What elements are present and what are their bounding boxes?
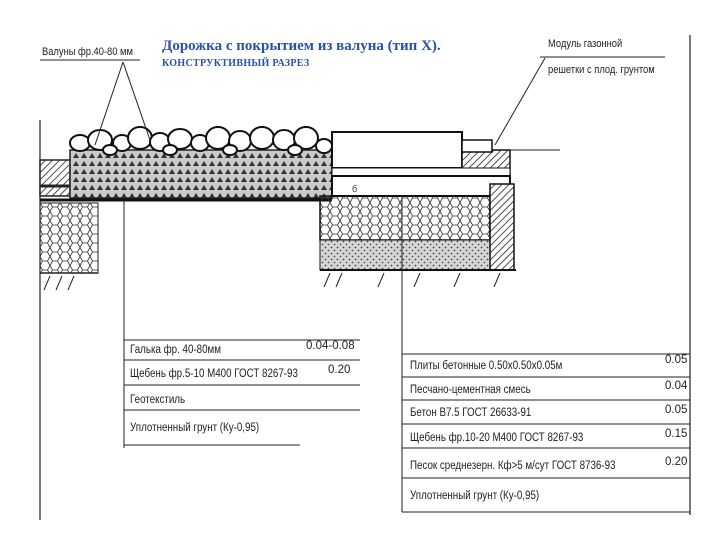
right-layer-label-0: Плиты бетонные 0.50х0.50х0.05м <box>410 360 563 372</box>
left-layer-label-2: Геотекстиль <box>130 394 186 406</box>
boulder-callout-leader <box>40 59 151 146</box>
svg-text:б: б <box>352 184 357 194</box>
right-layer-value-2: 0.05 <box>665 404 688 416</box>
right-layer-label-1: Песчано-цементная смесь <box>410 384 531 396</box>
boulder-stone <box>287 144 303 156</box>
left-layer-value-1: 0.20 <box>328 364 351 376</box>
boulder-stone <box>222 144 238 156</box>
soil-hatching <box>43 272 501 291</box>
boulder-stone <box>315 138 333 154</box>
boulder-path-section <box>39 149 333 274</box>
left-layer-value-0: 0.04-0.08 <box>306 340 355 352</box>
left-layer-label-3: Уплотненный грунт (Ку-0,95) <box>130 422 260 434</box>
boulder-stone <box>293 126 319 150</box>
slab-path-section: б <box>319 131 560 271</box>
boulder-stone <box>127 126 153 150</box>
grid-callout-leader <box>494 56 665 146</box>
right-layer-label-2: Бетон В7.5 ГОСТ 26633-91 <box>410 407 532 419</box>
boulder-callout-label: Валуны фр.40-80 мм <box>42 46 133 58</box>
left-layer-label-1: Щебень фр.5-10 М400 ГОСТ 8267-93 <box>130 368 298 380</box>
left-layer-label-0: Галька фр. 40-80мм <box>130 344 221 356</box>
right-layer-label-5: Уплотненный грунт (Ку-0,95) <box>410 490 540 502</box>
boulder-stones <box>69 126 333 156</box>
drawing-title: Дорожка с покрытием из валуна (тип Х). <box>162 38 441 54</box>
grid-callout-label-line1: Модуль газонной <box>548 38 623 50</box>
grid-callout-label-line2: решетки с плод. грунтом <box>548 64 655 76</box>
drawing-frame <box>39 35 691 520</box>
right-layer-label-4: Песок среднезерн. Кф>5 м/сут ГОСТ 8736-9… <box>410 460 616 472</box>
boulder-stone <box>249 126 275 150</box>
right-layer-value-4: 0.20 <box>665 456 688 468</box>
boulder-stone <box>69 134 91 152</box>
left-layer-table <box>124 339 360 446</box>
right-layer-value-3: 0.15 <box>665 428 688 440</box>
right-layer-label-3: Щебень фр.10-20 М400 ГОСТ 8267-93 <box>410 432 584 444</box>
right-layer-value-1: 0.04 <box>665 380 688 392</box>
right-layer-value-0: 0.05 <box>665 354 688 366</box>
drawing-subtitle: КОНСТРУКТИВНЫЙ РАЗРЕЗ <box>162 58 310 69</box>
right-layer-table <box>402 353 690 513</box>
boulder-stone <box>102 144 118 156</box>
boulder-stone <box>162 144 178 156</box>
